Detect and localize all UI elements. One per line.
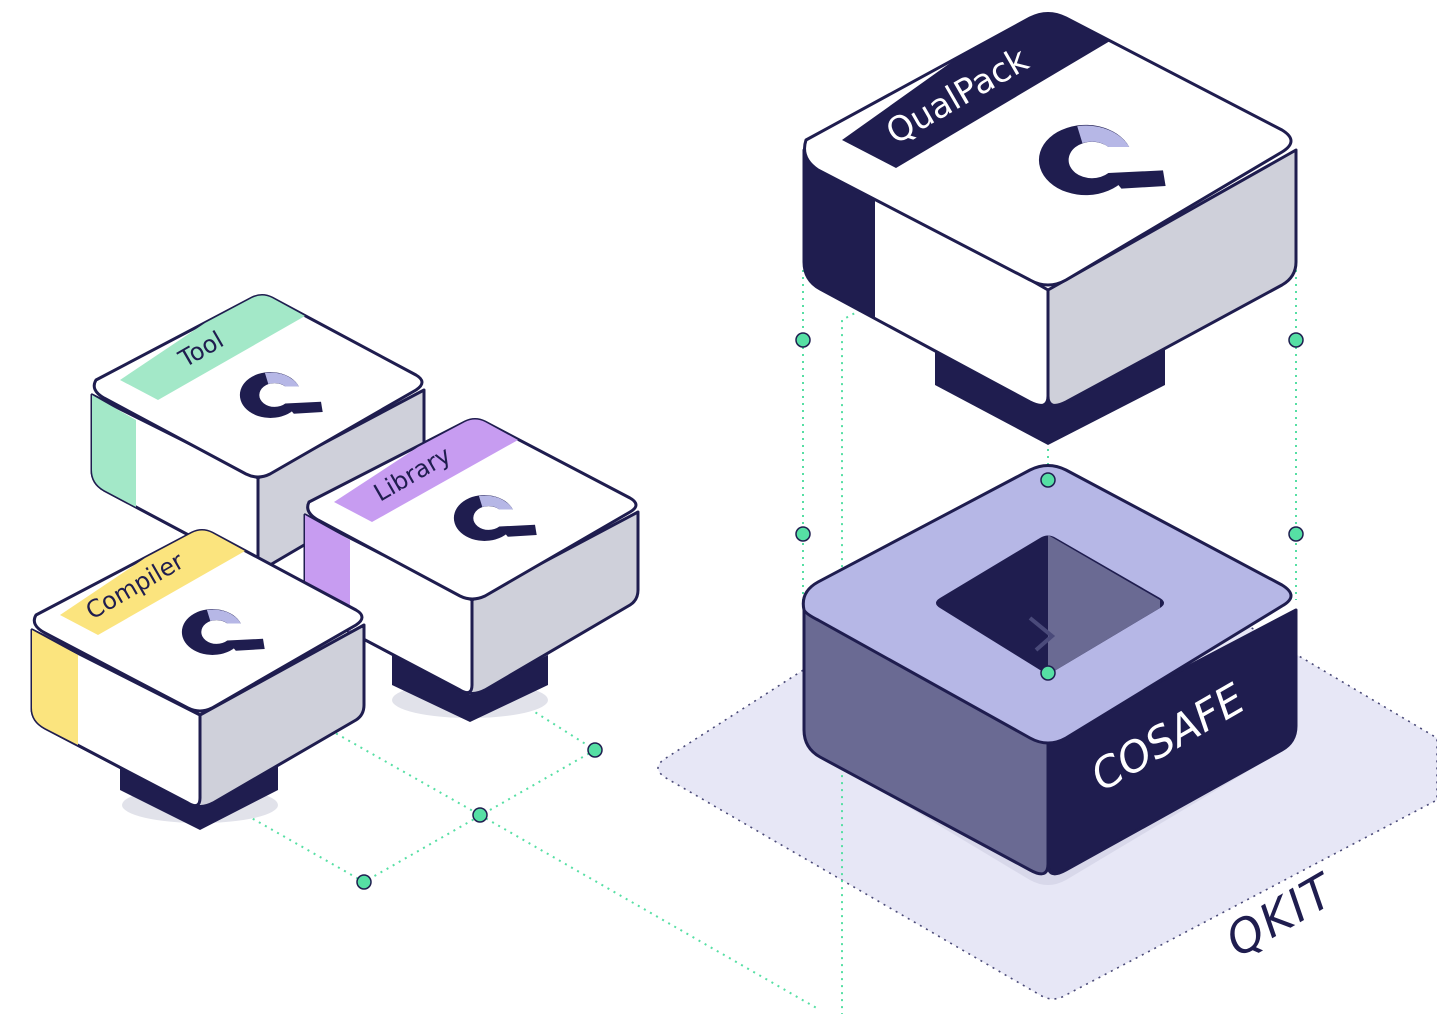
small-block-feet [120, 655, 548, 830]
compiler-block: Compiler [30, 529, 366, 808]
cosafe-block: COSAFE [801, 464, 1298, 885]
qualpack-block: QualPack [802, 12, 1298, 445]
connector-dots-large [795, 332, 1304, 681]
